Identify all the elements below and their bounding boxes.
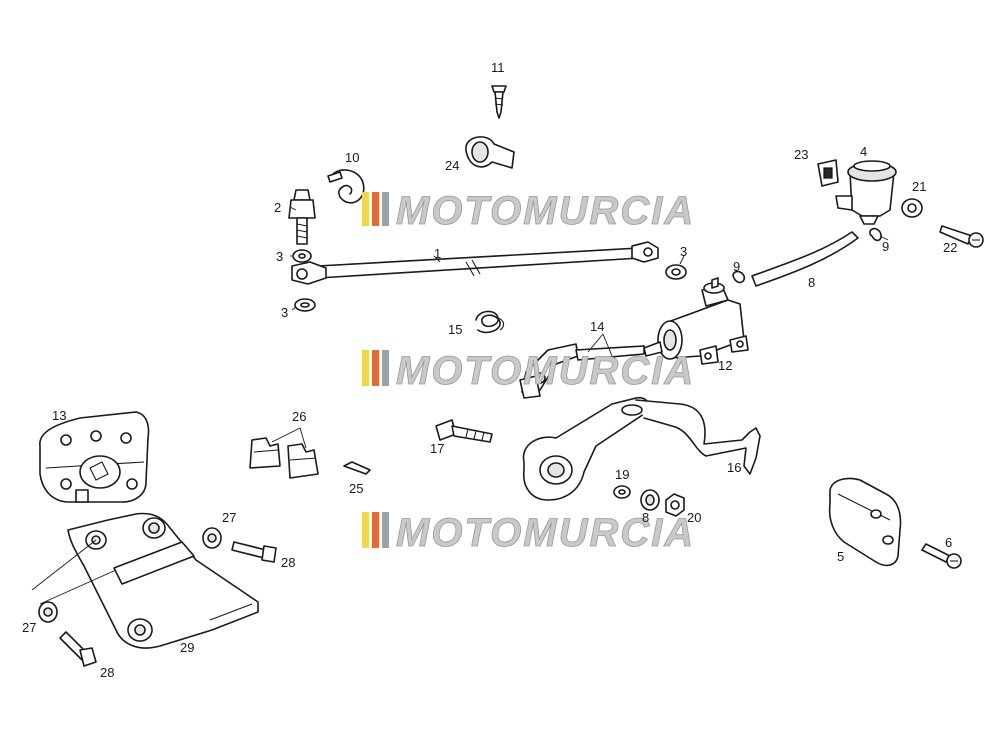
callout-19: 19 (615, 467, 629, 482)
callout-3: 3 (276, 249, 283, 264)
callout-9: 9 (733, 259, 740, 274)
callout-22: 22 (943, 240, 957, 255)
part-4-reservoir (835, 160, 897, 225)
part-27-washers (38, 527, 222, 623)
part-3-washers (292, 249, 687, 312)
part-23-reservoir-clip (817, 159, 839, 187)
callout-15: 15 (448, 322, 462, 337)
part-10-hose-guide (327, 169, 365, 204)
callout-10: 10 (345, 150, 359, 165)
part-17-pivot-bolt (435, 419, 493, 443)
callout-16: 16 (727, 460, 741, 475)
part-16-brake-pedal (522, 396, 761, 501)
callout-13: 13 (52, 408, 66, 423)
part-8-reservoir-hose (751, 231, 859, 287)
part-9-hose-clips (732, 227, 882, 284)
callout-8: 8 (808, 275, 815, 290)
part-13-brake-caliper (39, 411, 150, 503)
part-19-washer (613, 485, 631, 499)
callout-1: 1 (434, 246, 441, 261)
callout-20: 20 (687, 510, 701, 525)
callout-28: 28 (100, 665, 114, 680)
part-20-nut (665, 493, 685, 517)
callout-25: 25 (349, 481, 363, 496)
part-2-bleed-screw (288, 189, 316, 245)
callout-2: 2 (274, 200, 281, 215)
watermark-text: MOTOMURCIA (396, 511, 695, 555)
part-14-push-rod (519, 343, 645, 399)
part-6-screw (921, 543, 962, 569)
part-22-screw (939, 225, 984, 248)
part-15-spring (475, 310, 505, 334)
part-26-brake-pads (249, 437, 319, 479)
part-8-pedal-washer (640, 489, 660, 511)
callout-14: 14 (590, 319, 604, 334)
part-24-clamp (465, 136, 515, 169)
watermark-bottom: MOTOMURCIA (362, 511, 695, 555)
callout-8: 8 (642, 510, 649, 525)
part-1-brake-hose (291, 241, 659, 285)
part-29-caliper-bracket (67, 512, 259, 649)
callout-26: 26 (292, 409, 306, 424)
callout-17: 17 (430, 441, 444, 456)
callout-3: 3 (281, 305, 288, 320)
callout-6: 6 (945, 535, 952, 550)
callout-3: 3 (680, 244, 687, 259)
part-21-grommet (901, 198, 923, 218)
callout-4: 4 (860, 144, 867, 159)
callout-23: 23 (794, 147, 808, 162)
callout-21: 21 (912, 179, 926, 194)
watermark-text: MOTOMURCIA (396, 349, 695, 393)
callout-12: 12 (718, 358, 732, 373)
callout-labels: 1 2 3 3 3 4 5 6 8 8 9 9 10 11 12 13 14 1… (22, 60, 957, 680)
watermark-top: MOTOMURCIA (362, 189, 695, 233)
callout-9: 9 (882, 239, 889, 254)
leader-lines (31, 206, 889, 605)
callout-11: 11 (491, 60, 505, 75)
callout-27: 27 (222, 510, 236, 525)
part-25-pin (343, 461, 371, 475)
watermark-text: MOTOMURCIA (396, 189, 695, 233)
callout-28: 28 (281, 555, 295, 570)
part-28-bolts (59, 541, 277, 667)
callout-29: 29 (180, 640, 194, 655)
callout-24: 24 (445, 158, 459, 173)
callout-27: 27 (22, 620, 36, 635)
part-12-master-cylinder (643, 277, 749, 365)
watermark-middle: MOTOMURCIA (362, 349, 695, 393)
callout-5: 5 (837, 549, 844, 564)
part-5-cover (828, 477, 902, 567)
part-11-screw (491, 85, 507, 119)
